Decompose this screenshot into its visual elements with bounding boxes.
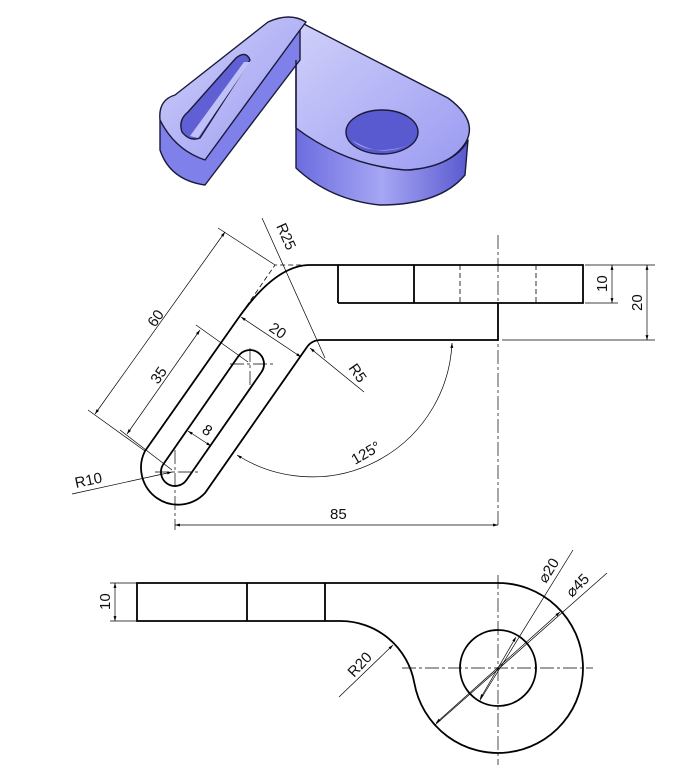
top-view: 10 R20 ⌀20 ⌀45	[97, 549, 608, 765]
model-hole-inner	[352, 140, 414, 151]
front-view: 85 10 20 60 35 20 8 R25 R5 R10	[71, 217, 655, 530]
isometric-model	[159, 16, 471, 206]
dim-60: 60	[144, 307, 167, 330]
leader-r20	[338, 644, 394, 698]
dim-dia45: ⌀45	[563, 571, 593, 601]
extension-line	[195, 324, 249, 363]
dim-8: 8	[199, 421, 216, 440]
model-plate-top	[295, 21, 471, 171]
extension-line	[87, 409, 146, 452]
top-outline	[136, 582, 584, 754]
dim-85: 85	[330, 506, 347, 523]
extension-line	[119, 429, 173, 471]
model-hole	[345, 109, 419, 155]
leader-r25	[261, 217, 326, 359]
dim-10: 10	[594, 275, 611, 292]
dim-r20: R20	[344, 649, 375, 681]
dim-125: 125°	[349, 438, 384, 468]
dim-line-60	[94, 231, 226, 415]
front-outline	[140, 264, 584, 506]
angle-arc-125	[236, 342, 454, 478]
dim-10-top: 10	[97, 593, 114, 610]
model-slot	[180, 53, 251, 140]
dim-20: 20	[629, 294, 646, 311]
slot-outline	[160, 349, 265, 487]
virtual-corner	[236, 264, 310, 321]
dim-dia20: ⌀20	[535, 555, 563, 586]
dim-line-8	[187, 430, 212, 447]
dim-r10: R10	[73, 470, 103, 492]
leader-r10	[71, 471, 173, 495]
model-slot-face	[190, 62, 250, 138]
dim-r25: R25	[272, 221, 299, 253]
dim-35: 35	[147, 364, 170, 387]
leader-dia20	[478, 549, 574, 703]
dim-line-35	[126, 329, 201, 435]
dim-20-arm: 20	[266, 319, 289, 342]
dim-r5: R5	[345, 361, 370, 386]
extension-line	[217, 227, 276, 266]
dim-line-dia45	[435, 611, 561, 724]
